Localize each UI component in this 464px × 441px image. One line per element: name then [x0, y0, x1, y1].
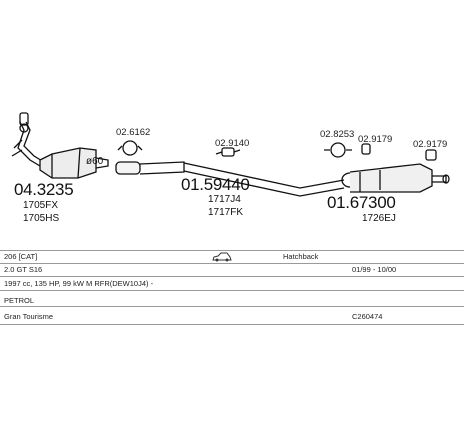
- fuel-type: PETROL: [4, 296, 35, 305]
- part-number: 01.67300: [327, 193, 396, 212]
- body-type: Hatchback: [283, 252, 319, 261]
- engine-variant: 2.0 GT S16: [4, 265, 43, 274]
- part-ref: 1726EJ: [362, 213, 396, 224]
- front-pipe: [11, 112, 45, 167]
- exhaust-diagram: [11, 112, 450, 197]
- table-divider: [0, 306, 464, 307]
- clamp-02.6162: [117, 140, 143, 156]
- table-divider: [0, 324, 464, 325]
- accessory-code: 02.9140: [215, 138, 250, 149]
- part-ref: 1717J4: [208, 194, 241, 205]
- accessory-code: 02.6162: [116, 127, 151, 138]
- rear-silencer: [341, 163, 450, 193]
- trim-level: Gran Tourisme: [4, 312, 54, 321]
- table-divider: [0, 276, 464, 277]
- clamp-02.9179-a: [361, 143, 371, 155]
- catalytic-converter: [39, 147, 109, 179]
- accessory-code: 02.9179: [413, 139, 448, 150]
- clamp-02.8253: [324, 142, 352, 158]
- accessory-code: 02.9179: [358, 134, 393, 145]
- pipe-diameter-label: ø60: [86, 156, 104, 167]
- part-number: 04.3235: [14, 180, 74, 199]
- part-ref: 1705HS: [23, 213, 60, 224]
- production-dates: 01/99 - 10/00: [352, 265, 397, 274]
- table-divider: [0, 290, 464, 291]
- part-ref: 1717FK: [208, 207, 244, 218]
- part-number: 01.59440: [181, 175, 250, 194]
- centre-pipe: [115, 161, 345, 197]
- table-divider: [0, 250, 464, 251]
- clamp-02.9140: [215, 147, 241, 157]
- vehicle-model: 206 [CAT]: [4, 252, 38, 261]
- clamp-02.9179-b: [425, 149, 437, 161]
- engine-spec: 1997 cc, 135 HP, 99 kW M RFR(DEW10J4) -: [4, 279, 154, 288]
- car-icon: [212, 252, 232, 264]
- table-divider: [0, 263, 464, 264]
- part-ref: 1705FX: [23, 200, 59, 211]
- accessory-code: 02.8253: [320, 129, 355, 140]
- catalog-ref: C260474: [352, 312, 383, 321]
